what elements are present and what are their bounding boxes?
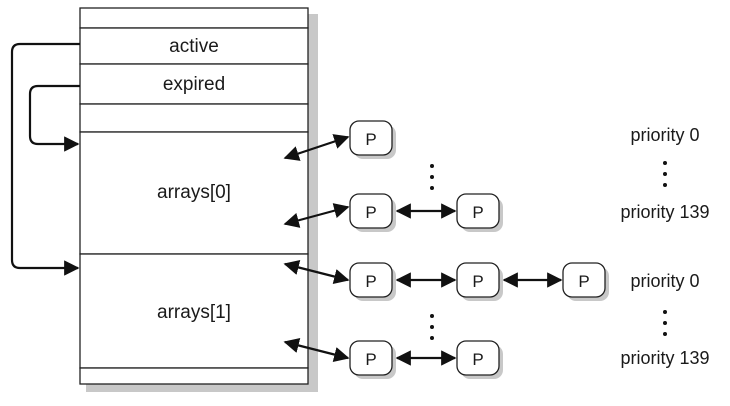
arrays1-to-p7-arrow [283, 337, 350, 363]
priority-top-label-b: priority 0 [630, 271, 699, 291]
expired-label: expired [163, 74, 225, 95]
priority-bottom-label-b: priority 139 [620, 348, 709, 368]
process-label: P [365, 130, 376, 149]
arrays0-field [79, 131, 309, 255]
process-p7: P [349, 340, 396, 379]
arrays0-to-p1-arrow [283, 134, 350, 161]
process-p4: P [349, 262, 396, 301]
process-label: P [472, 203, 483, 222]
process-label: P [365, 203, 376, 222]
process-p3: P [456, 193, 503, 232]
arrays1-to-p4-arrow [283, 259, 350, 285]
runqueue-bottom-cell [79, 367, 309, 385]
ellipsis-dots-list-b [430, 314, 434, 340]
active-label: active [169, 36, 219, 57]
priority-ellipsis-a [663, 161, 667, 187]
priority-bottom-label-a: priority 139 [620, 202, 709, 222]
process-p8: P [456, 340, 503, 379]
process-p5: P [456, 262, 503, 301]
expired-field [79, 63, 309, 105]
process-label: P [578, 272, 589, 291]
priority-top-label-a: priority 0 [630, 125, 699, 145]
process-label: P [365, 272, 376, 291]
process-p1: P [349, 120, 396, 159]
active-pointer-arrow [10, 42, 80, 276]
ellipsis-dots-list-a [430, 164, 434, 190]
process-label: P [472, 350, 483, 369]
priority-ellipsis-b [663, 310, 667, 336]
process-label: P [365, 350, 376, 369]
expired-pointer-arrow [28, 84, 80, 152]
process-label: P [472, 272, 483, 291]
runqueue-structure [79, 7, 309, 385]
runqueue-spacer-cell [79, 103, 309, 133]
runqueue-top-cell [79, 7, 309, 29]
process-p6: P [562, 262, 609, 301]
arrays1-label: arrays[1] [157, 302, 231, 323]
arrays0-to-p2-arrow [283, 203, 350, 228]
process-p2: P [349, 193, 396, 232]
arrays0-label: arrays[0] [157, 182, 231, 203]
arrays1-field [79, 253, 309, 369]
